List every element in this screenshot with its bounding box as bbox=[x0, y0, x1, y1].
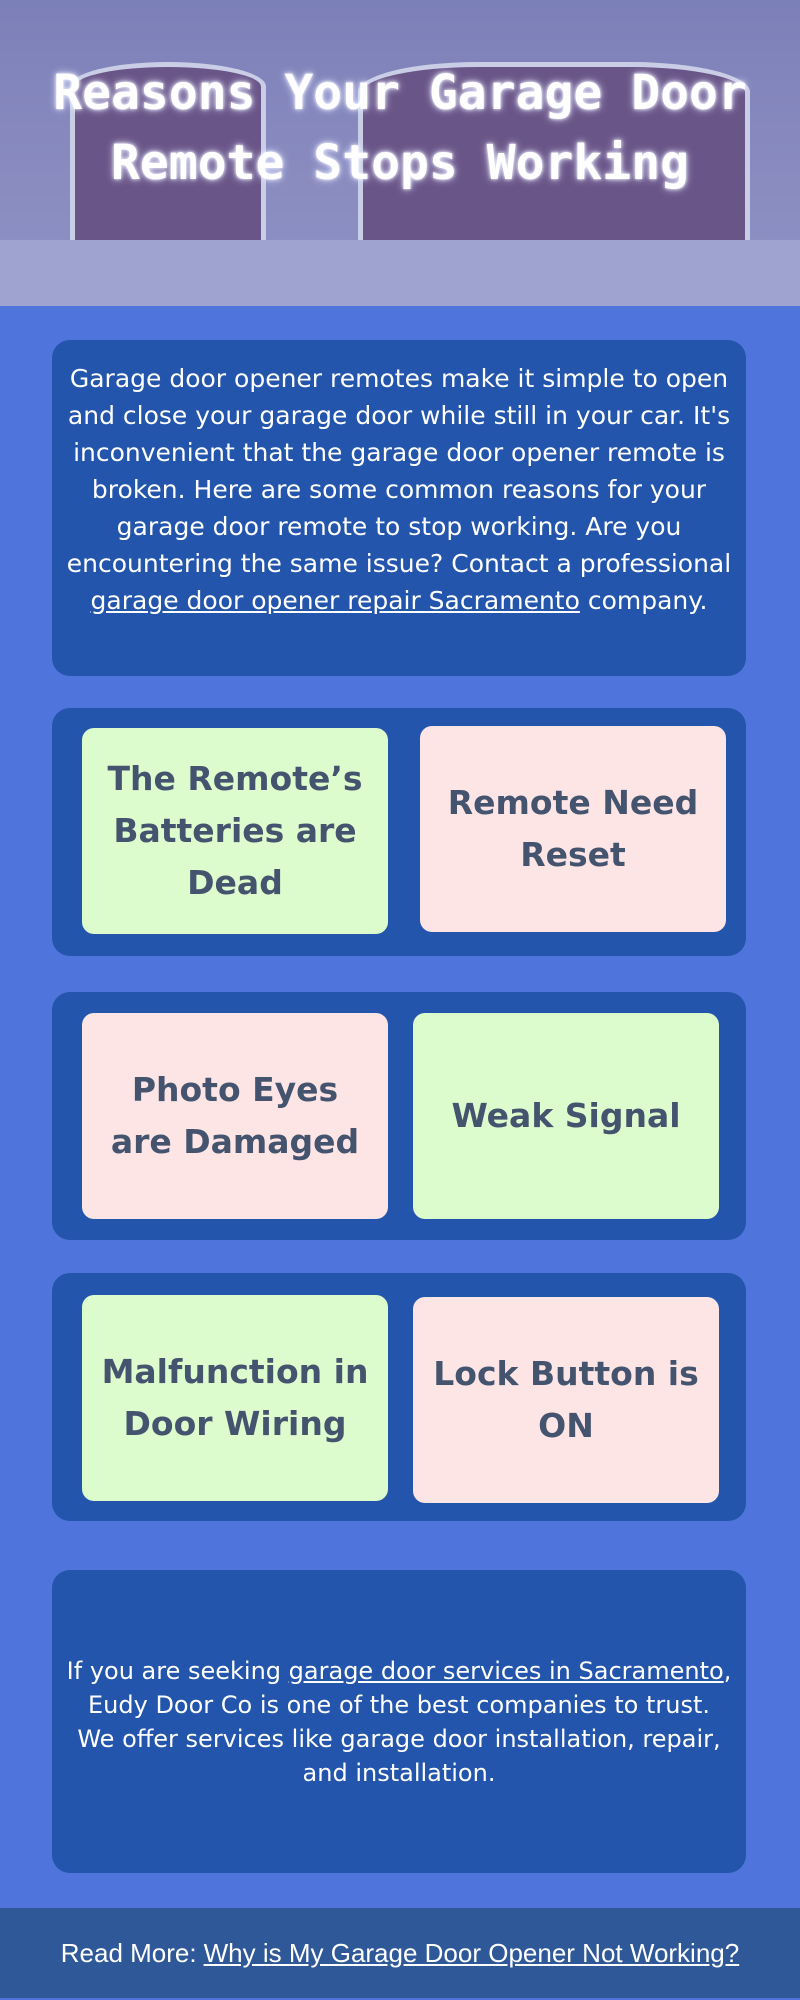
reason-card-weak-signal: Weak Signal bbox=[413, 1013, 719, 1219]
closing-text: If you are seeking bbox=[66, 1656, 289, 1685]
intro-text: Garage door opener remotes make it simpl… bbox=[66, 364, 732, 578]
intro-box: Garage door opener remotes make it simpl… bbox=[52, 340, 746, 676]
intro-text-end: company. bbox=[579, 586, 708, 615]
driveway-image bbox=[0, 240, 800, 306]
hero-banner: Reasons Your Garage Door Remote Stops Wo… bbox=[0, 0, 800, 306]
read-more-label: Read More: bbox=[60, 1937, 197, 1968]
garage-door-image-right bbox=[358, 62, 750, 244]
page-title: Reasons Your Garage Door Remote Stops Wo… bbox=[53, 65, 747, 191]
read-more-bar: Read More:Why is My Garage Door Opener N… bbox=[0, 1908, 800, 1998]
reason-card-batteries: The Remote’s Batteries are Dead bbox=[82, 728, 388, 934]
read-more-link[interactable]: Why is My Garage Door Opener Not Working… bbox=[203, 1937, 740, 1968]
closing-box: If you are seeking garage door services … bbox=[52, 1570, 746, 1873]
reason-group-3: Malfunction in Door Wiring Lock Button i… bbox=[52, 1273, 746, 1521]
reason-group-1: The Remote’s Batteries are Dead Remote N… bbox=[52, 708, 746, 956]
reason-card-photo-eyes: Photo Eyes are Damaged bbox=[82, 1013, 388, 1219]
opener-repair-link[interactable]: garage door opener repair Sacramento bbox=[90, 586, 580, 615]
reason-card-wiring: Malfunction in Door Wiring bbox=[82, 1295, 388, 1501]
reason-group-2: Photo Eyes are Damaged Weak Signal bbox=[52, 992, 746, 1240]
reason-card-lock-button: Lock Button is ON bbox=[413, 1297, 719, 1503]
garage-door-image-left bbox=[70, 62, 266, 244]
closing-text-end: , Eudy Door Co is one of the best compan… bbox=[77, 1656, 732, 1787]
reason-card-reset: Remote Need Reset bbox=[420, 726, 726, 932]
door-services-link[interactable]: garage door services in Sacramento bbox=[288, 1656, 724, 1685]
